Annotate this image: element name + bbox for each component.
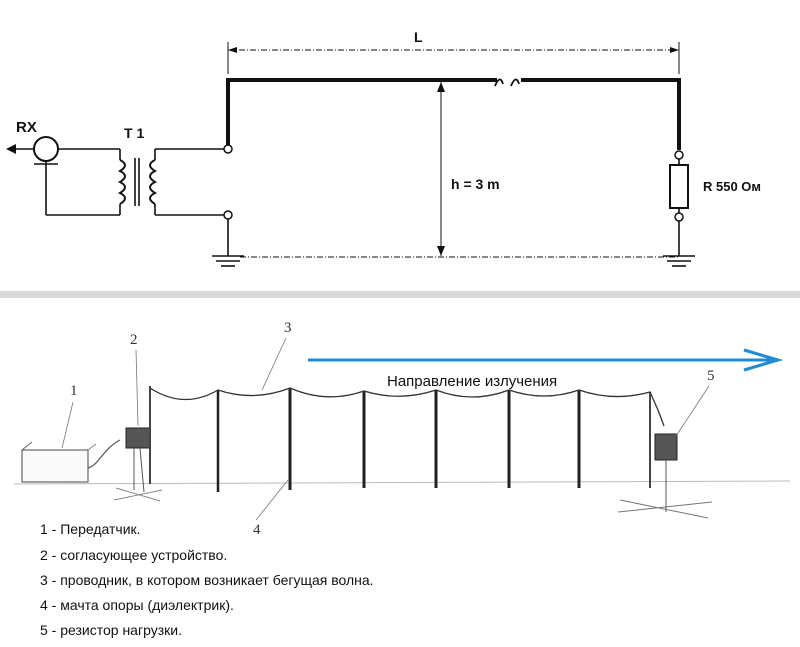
load-resistor bbox=[669, 150, 689, 256]
ground-right-icon bbox=[663, 255, 695, 267]
illustration-drawing: Направление излучения 1 2 3 4 5 1 - Пере… bbox=[13, 320, 791, 638]
resistor-label: R 550 Ом bbox=[703, 179, 761, 194]
legend-item: 2 - согласующее устройство. bbox=[40, 547, 227, 563]
transformer-label: T 1 bbox=[124, 125, 144, 141]
height-dimension bbox=[240, 82, 680, 258]
terminal-icon bbox=[223, 210, 233, 220]
rx-arrow-icon bbox=[6, 144, 16, 154]
load-resistor-icon bbox=[617, 433, 713, 519]
matching-device-icon bbox=[113, 427, 163, 502]
legend: 1 - Передатчик. 2 - согласующее устройст… bbox=[40, 521, 374, 638]
radiation-direction-arrow bbox=[308, 348, 784, 372]
resistor-icon bbox=[669, 164, 689, 209]
terminal-icon bbox=[223, 144, 233, 154]
rx-source bbox=[6, 136, 120, 216]
panel-divider bbox=[0, 291, 800, 298]
schematic-drawing: RX T 1 bbox=[6, 29, 761, 267]
rx-generator-icon bbox=[33, 136, 59, 162]
transmitter-box-icon bbox=[21, 439, 121, 483]
traveling-wave-conductor bbox=[149, 387, 665, 427]
ground-left-icon bbox=[212, 219, 244, 267]
terminal-icon bbox=[674, 212, 684, 222]
terminal-icon bbox=[674, 150, 684, 160]
rx-label: RX bbox=[16, 119, 37, 136]
antenna-illustration: Направление излучения 1 2 3 4 5 1 - Пере… bbox=[0, 298, 800, 647]
legend-item: 5 - резистор нагрузки. bbox=[40, 622, 182, 638]
callout-2: 2 bbox=[130, 332, 138, 348]
antenna-wire bbox=[521, 78, 681, 150]
legend-item: 4 - мачта опоры (диэлектрик). bbox=[40, 597, 234, 613]
legend-item: 1 - Передатчик. bbox=[40, 521, 141, 537]
height-label: h = 3 m bbox=[451, 176, 500, 192]
transformer-t1 bbox=[117, 148, 224, 216]
callout-1: 1 bbox=[70, 383, 78, 399]
callout-5: 5 bbox=[707, 368, 715, 384]
length-label: L bbox=[414, 29, 423, 45]
wire-break-icon bbox=[494, 78, 520, 87]
callout-3: 3 bbox=[284, 320, 292, 336]
antenna-schematic: RX T 1 bbox=[0, 0, 800, 291]
masts bbox=[149, 386, 651, 492]
ground-line bbox=[13, 480, 791, 485]
callout-4: 4 bbox=[253, 522, 261, 538]
antenna-wire bbox=[226, 78, 497, 145]
legend-item: 3 - проводник, в котором возникает бегущ… bbox=[40, 572, 374, 588]
length-dimension bbox=[227, 42, 680, 74]
direction-label: Направление излучения bbox=[387, 373, 557, 390]
